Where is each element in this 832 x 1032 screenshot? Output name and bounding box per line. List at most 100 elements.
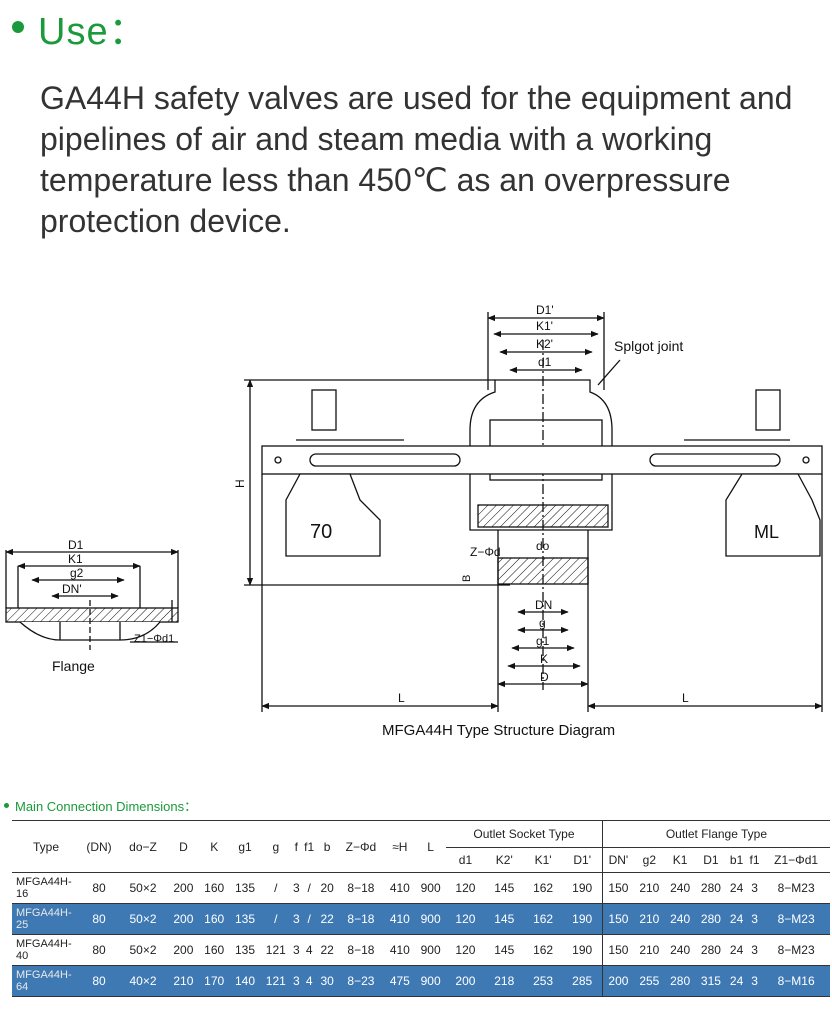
table-cell: 200: [173, 943, 194, 957]
spigot-joint-label: Splgot joint: [614, 338, 683, 354]
table-cell: 285: [562, 965, 603, 997]
label-d: D: [540, 670, 549, 684]
table-cell: 4: [305, 943, 313, 957]
diagram-caption: MFGA44H Type Structure Diagram: [382, 722, 615, 739]
table-cell: 900: [420, 943, 441, 957]
table-cell: 50×2: [118, 903, 168, 935]
table-cell: 80: [92, 943, 106, 957]
table-cell: 120: [455, 881, 476, 895]
col-header: (DN): [80, 820, 118, 873]
table-cell: 190: [562, 903, 603, 935]
col-header: K1': [523, 847, 563, 873]
flange-label-dn-prime: DN': [62, 582, 82, 596]
label-dn: DN: [535, 598, 552, 612]
table-cell: 162: [523, 903, 563, 935]
table-cell: 3: [746, 903, 763, 935]
table-cell: 145: [494, 881, 515, 895]
col-header: L: [415, 820, 447, 873]
table-cell: 3: [751, 881, 758, 895]
table-cell: 240: [670, 943, 691, 957]
table-cell: 24: [726, 965, 747, 997]
label-b: B: [461, 575, 473, 582]
table-cell: /: [307, 881, 311, 895]
table-cell: 30: [316, 965, 338, 997]
table-cell: 3: [292, 881, 300, 895]
table-cell: 24: [729, 943, 744, 957]
table-cell: 8−M23: [777, 881, 815, 895]
table-cell: 121: [260, 965, 292, 997]
col-header: g: [260, 820, 292, 873]
col-header: D: [168, 820, 199, 873]
table-cell: 3: [746, 965, 763, 997]
type-cell: MFGA44H-40: [16, 938, 72, 962]
table-cell: 160: [204, 943, 225, 957]
table-cell: 145: [484, 903, 524, 935]
table-cell: 135: [229, 903, 261, 935]
table-cell: 218: [484, 965, 524, 997]
table-cell: 8−18: [347, 943, 375, 957]
flange-label-k1: K1: [68, 552, 83, 566]
flange-label-g2: g2: [70, 566, 84, 580]
col-header: D1': [562, 847, 603, 873]
label-k: K: [540, 652, 548, 666]
dimensions-table: Type (DN) do−Z D K g1 g f f1 b Z−Φd ≈H L…: [12, 820, 830, 997]
table-cell: 170: [198, 965, 230, 997]
socket-group-header: Outlet Socket Type: [446, 820, 603, 848]
table-cell: 410: [389, 943, 410, 957]
label-k1-prime: K1': [536, 319, 553, 333]
table-cell: 210: [639, 943, 660, 957]
table-cell: 255: [633, 965, 665, 997]
table-cell: 150: [608, 881, 629, 895]
table-cell: 22: [316, 903, 338, 935]
weight-right-label: ML: [754, 522, 779, 542]
table-cell: 8−23: [337, 965, 385, 997]
table-cell: 120: [446, 903, 485, 935]
bullet-icon: [4, 803, 9, 808]
col-header: b1: [726, 847, 747, 873]
col-header: g1: [229, 820, 261, 873]
table-cell: 50×2: [129, 943, 157, 957]
table-cell: 135: [234, 881, 255, 895]
col-header: f1: [746, 847, 763, 873]
table-cell: 80: [80, 903, 118, 935]
table-cell: 121: [265, 943, 286, 957]
col-header: K2': [484, 847, 524, 873]
label-k2-prime: K2': [536, 337, 553, 351]
col-header: Type: [12, 820, 80, 873]
table-cell: 280: [695, 903, 727, 935]
bullet-icon: [12, 21, 24, 33]
table-cell: /: [260, 903, 292, 935]
col-header: D1: [695, 847, 727, 873]
label-l-left: L: [398, 691, 405, 705]
table-cell: 8−18: [347, 881, 375, 895]
table-cell: 200: [602, 965, 634, 997]
col-header: DN': [602, 847, 634, 873]
table-cell: 240: [670, 881, 691, 895]
table-cell: /: [301, 903, 317, 935]
table-cell: 80: [92, 881, 106, 895]
use-heading: Use：: [4, 2, 148, 53]
table-cell: 24: [726, 903, 747, 935]
weight-left-label: 70: [310, 521, 332, 543]
label-g: g: [539, 616, 546, 630]
flange-drawing: [5, 548, 179, 650]
table-cell: 900: [415, 965, 447, 997]
table-cell: 20: [320, 881, 334, 895]
label-l-right: L: [682, 691, 689, 705]
label-g1: g1: [536, 634, 550, 648]
label-d1-prime: D1': [536, 303, 554, 317]
table-cell: 210: [639, 881, 660, 895]
label-h: H: [233, 479, 247, 488]
col-header: K: [198, 820, 230, 873]
col-header: d1: [446, 847, 485, 873]
table-cell: 280: [700, 943, 721, 957]
table-cell: 160: [198, 903, 230, 935]
table-cell: 410: [389, 881, 410, 895]
structure-diagram: D1' K1' K2' d1 Splgot joint H 70 ML Z−Φd…: [5, 303, 823, 739]
section-title-text: Main Connection Dimensions：: [15, 799, 198, 814]
flange-label-d1: D1: [68, 538, 84, 552]
col-header: Z1−Φd1: [762, 847, 830, 873]
table-cell: 200: [168, 903, 199, 935]
table-cell: 22: [320, 943, 334, 957]
